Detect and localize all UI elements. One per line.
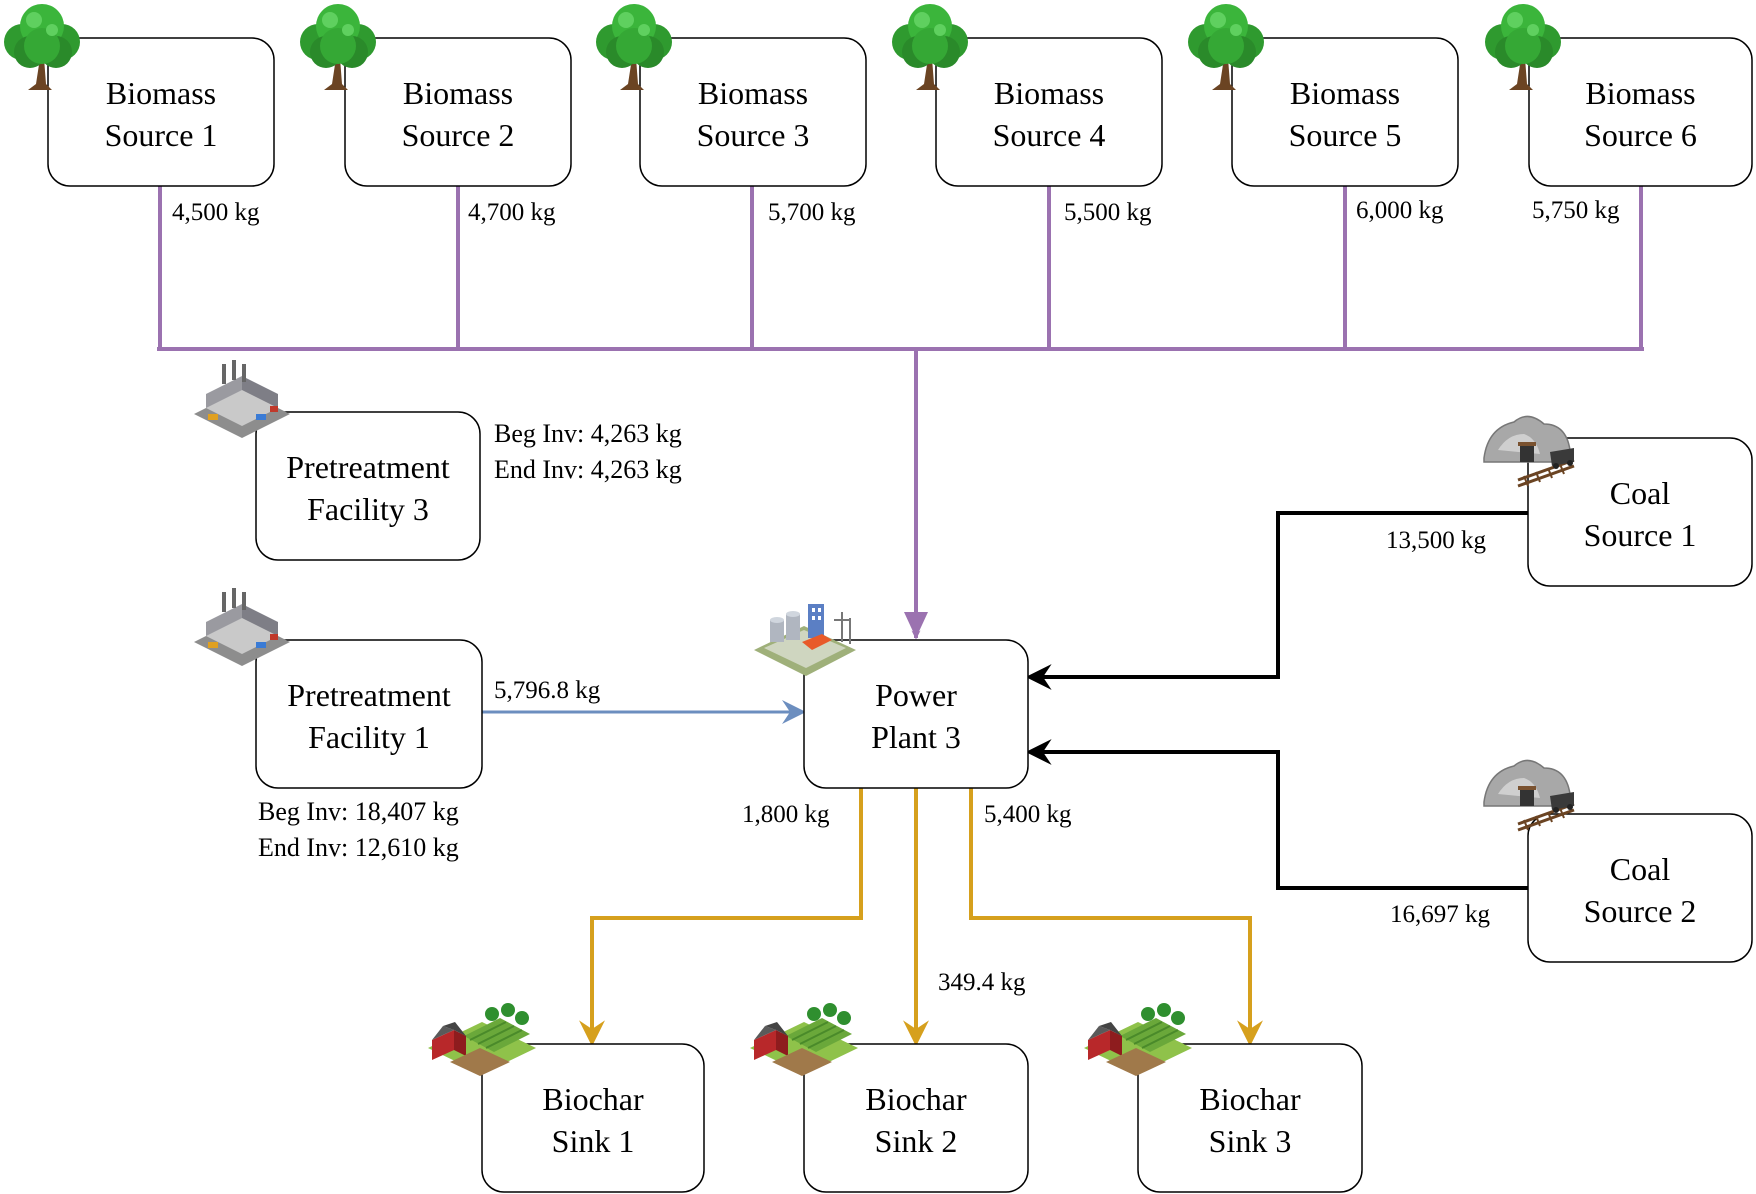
- node-label-line2: Source 6: [1584, 117, 1697, 153]
- node-box: [803, 1043, 1029, 1193]
- flow-label-biomass-5: 6,000 kg: [1356, 197, 1444, 224]
- flow-label-biomass-2: 4,700 kg: [468, 199, 556, 226]
- node-box: [1527, 813, 1753, 963]
- node-box: [481, 1043, 705, 1193]
- power-to-sink-3-edge: [969, 788, 1263, 1047]
- flow-label-coal-2: 16,697 kg: [1390, 901, 1491, 928]
- node-label-line1: Biochar: [542, 1081, 644, 1117]
- flow-label-biomass-4: 5,500 kg: [1064, 199, 1152, 226]
- node-label-line1: Biomass: [403, 75, 513, 111]
- node-label-line2: Source 4: [993, 117, 1106, 153]
- node-box: [47, 37, 275, 187]
- node-label-line2: Source 5: [1289, 117, 1402, 153]
- node-box: [935, 37, 1163, 187]
- pretreat-1-beg-inv: Beg Inv: 18,407 kg: [258, 797, 459, 826]
- flow-label-biomass-6: 5,750 kg: [1532, 197, 1620, 224]
- node-box: [344, 37, 572, 187]
- coal-1-to-power-edge: [1025, 511, 1528, 690]
- node-label-line2: Sink 3: [1209, 1123, 1292, 1159]
- flow-labels: 4,500 kg 4,700 kg 5,700 kg 5,500 kg 6,00…: [172, 197, 1620, 996]
- node-label-line1: Biochar: [865, 1081, 967, 1117]
- node-label-line1: Biomass: [698, 75, 808, 111]
- biomass-arrowhead: [904, 612, 928, 638]
- inventory-labels: Beg Inv: 4,263 kg End Inv: 4,263 kg Beg …: [258, 419, 682, 862]
- node-label-line1: Biochar: [1199, 1081, 1301, 1117]
- node-box: [255, 411, 481, 561]
- node-box: [1528, 37, 1753, 187]
- node-label-line2: Sink 1: [552, 1123, 635, 1159]
- node-box: [255, 639, 483, 789]
- node-label-line1: Biomass: [106, 75, 216, 111]
- pretreat-1-end-inv: End Inv: 12,610 kg: [258, 833, 459, 862]
- node-box: [639, 37, 867, 187]
- node-label-line2: Source 2: [402, 117, 515, 153]
- flow-label-power-to-sink-2: 349.4 kg: [938, 969, 1026, 996]
- node-label-line2: Source 2: [1584, 893, 1697, 929]
- flow-label-biomass-3: 5,700 kg: [768, 199, 856, 226]
- node-label-line1: Biomass: [1585, 75, 1695, 111]
- coal-2-to-power-edge: [1025, 739, 1528, 890]
- node-box: [1231, 37, 1459, 187]
- node-label-line1: Biomass: [994, 75, 1104, 111]
- node-label-line1: Pretreatment: [287, 677, 451, 713]
- flow-label-coal-1: 13,500 kg: [1386, 527, 1487, 554]
- node-label-line2: Source 1: [105, 117, 218, 153]
- node-label-line2: Sink 2: [875, 1123, 958, 1159]
- node-label-line1: Biomass: [1290, 75, 1400, 111]
- node-label-line2: Source 3: [697, 117, 810, 153]
- node-label-line1: Power: [875, 677, 957, 713]
- node-label-line2: Plant 3: [871, 719, 961, 755]
- flow-label-power-to-sink-1: 1,800 kg: [742, 801, 830, 828]
- node-label-line2: Source 1: [1584, 517, 1697, 553]
- node-label-line2: Facility 3: [307, 491, 429, 527]
- pretreat-3-beg-inv: Beg Inv: 4,263 kg: [494, 419, 682, 448]
- node-label-line2: Facility 1: [308, 719, 430, 755]
- flow-label-pretreat-1-to-power: 5,796.8 kg: [494, 677, 601, 704]
- node-box: [1527, 437, 1753, 587]
- flow-label-power-to-sink-3: 5,400 kg: [984, 801, 1072, 828]
- pretreat-3-end-inv: End Inv: 4,263 kg: [494, 455, 682, 484]
- node-box: [803, 639, 1029, 789]
- node-box: [1137, 1043, 1363, 1193]
- flow-label-biomass-1: 4,500 kg: [172, 199, 260, 226]
- node-label-line1: Pretreatment: [286, 449, 450, 485]
- flow-edges: [157, 186, 1644, 1047]
- node-label-line1: Coal: [1610, 475, 1671, 511]
- node-label-line1: Coal: [1610, 851, 1671, 887]
- power-to-sink-1-edge: [579, 788, 863, 1047]
